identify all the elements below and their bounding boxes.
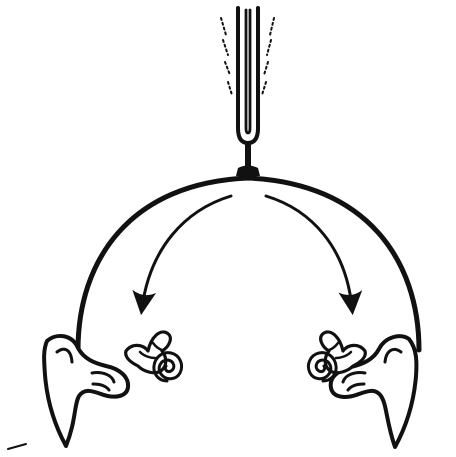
tuning-fork-icon bbox=[221, 8, 274, 176]
scan-mark bbox=[8, 444, 26, 449]
skull-arc bbox=[78, 178, 419, 350]
right-cochlea-icon bbox=[308, 353, 336, 381]
right-sound-arrow bbox=[266, 196, 352, 308]
vibration-lines bbox=[221, 18, 274, 95]
left-sound-arrow bbox=[142, 196, 231, 308]
left-outer-ear bbox=[44, 336, 128, 446]
left-cochlea-icon bbox=[154, 353, 182, 381]
